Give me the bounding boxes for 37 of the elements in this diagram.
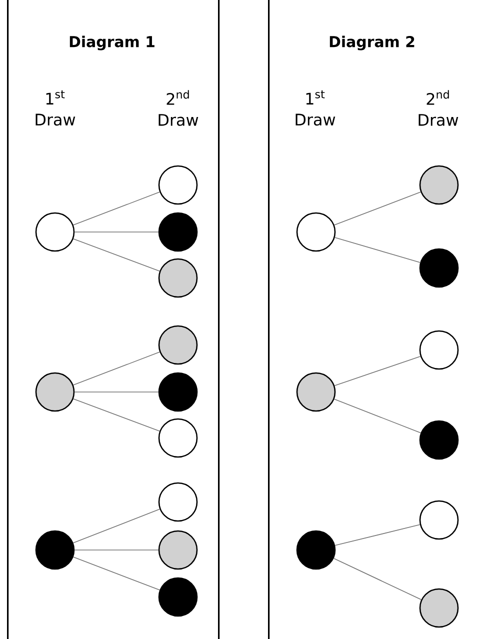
branch-line [334,356,421,386]
column-header: 2$^{nd}$ Draw [418,90,458,126]
ball-circle [158,530,198,570]
branch-line [72,352,160,386]
column-header: 2$^{nd}$ Draw [158,90,198,126]
ball-circle [419,330,459,370]
ball-circle [419,248,459,288]
ball-circle [419,420,459,460]
branch-line [334,237,421,263]
ball-circle [419,500,459,540]
ball-circle [158,258,198,298]
ball-circle [296,372,336,412]
branch-line [73,238,160,272]
column-header: 1$^{st}$ Draw [36,90,76,126]
branch-line [334,398,422,434]
ball-circle [158,418,198,458]
branch-line [72,192,160,226]
ball-circle [158,482,198,522]
ball-circle [35,212,75,252]
branch-line [72,556,160,590]
ball-circle [419,165,459,205]
ball-circle [158,212,198,252]
column-header: 1$^{st}$ Draw [296,90,336,126]
branch-line [334,524,420,546]
ball-circle [158,165,198,205]
ball-circle [419,588,459,628]
ball-circle [35,372,75,412]
ball-circle [158,325,198,365]
ball-circle [35,530,75,570]
branch-line [72,508,160,544]
branch-line [73,398,160,432]
branch-line [333,558,422,600]
ball-circle [296,212,336,252]
ball-circle [158,577,198,617]
ball-circle [296,530,336,570]
branch-line [334,192,422,226]
ball-circle [158,372,198,412]
